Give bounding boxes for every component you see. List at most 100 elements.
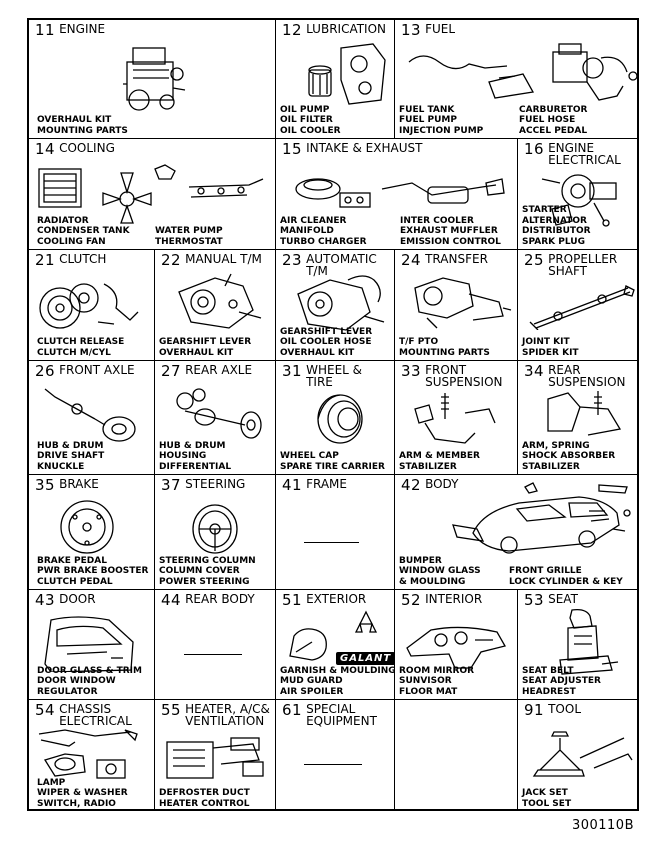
part-name: HEATER CONTROL xyxy=(159,798,250,809)
part-name: FLOOR MAT xyxy=(399,686,458,697)
category-title-line: INTAKE & EXHAUST xyxy=(306,141,423,155)
part-name: EXHAUST MUFFLER xyxy=(400,226,498,236)
part-name: ALTERNATOR xyxy=(522,215,587,226)
part-name: FRONT GRILLE xyxy=(509,566,582,576)
part-name: INTER COOLER xyxy=(400,215,474,226)
part-name: MUD GUARD xyxy=(280,676,343,686)
fuel-system-icon xyxy=(403,38,638,112)
part-name: CONDENSER TANK xyxy=(37,226,130,236)
category-number: 22 xyxy=(161,251,182,269)
part-name: CLUTCH PEDAL xyxy=(37,576,113,587)
part-name: LOCK CYLINDER & KEY xyxy=(509,576,623,587)
brake-booster-icon xyxy=(47,497,137,561)
category-title: WHEEL &TIRE xyxy=(306,364,362,388)
category-title: LUBRICATION xyxy=(306,23,386,35)
part-name: SUNVISOR xyxy=(399,676,452,686)
mirror-emblem-icon xyxy=(282,606,392,682)
category-title-line: FRONT AXLE xyxy=(59,363,135,377)
category-title: ENGINE xyxy=(59,23,105,35)
category-title-line: EQUIPMENT xyxy=(306,714,377,728)
category-title: INTAKE & EXHAUST xyxy=(306,142,422,154)
part-name: KNUCKLE xyxy=(37,461,85,472)
part-name: DOOR WINDOW xyxy=(37,676,116,686)
category-title-line: BODY xyxy=(425,477,459,491)
category-title-line: CLUTCH xyxy=(59,252,107,266)
exhaust-icon xyxy=(282,155,512,229)
part-name: DRIVE SHAFT xyxy=(37,451,105,461)
category-number: 16 xyxy=(524,140,545,158)
part-name: SPIDER KIT xyxy=(522,347,579,358)
part-name: CARBURETOR xyxy=(519,104,588,115)
no-parts-dash xyxy=(304,542,359,543)
part-name: AIR SPOILER xyxy=(280,686,344,697)
part-name: JOINT KIT xyxy=(522,337,570,347)
category-number: 44 xyxy=(161,591,182,609)
seat-icon xyxy=(538,606,628,682)
part-name: HOUSING xyxy=(159,451,207,461)
category-number: 51 xyxy=(282,591,303,609)
front-suspension-icon xyxy=(405,389,505,453)
part-name: GEARSHIFT LEVER xyxy=(280,326,373,337)
category-title-line: DOOR xyxy=(59,592,96,606)
category-title-line: FRAME xyxy=(306,477,347,491)
category-cell-empty[interactable] xyxy=(395,700,518,811)
oil-filter-icon xyxy=(301,40,391,114)
door-icon xyxy=(37,610,147,676)
part-name: SEAT BELT xyxy=(522,665,574,676)
category-number: 42 xyxy=(401,476,422,494)
category-number: 12 xyxy=(282,21,303,39)
category-number: 25 xyxy=(524,251,545,269)
rear-suspension-icon xyxy=(528,387,628,451)
category-title-line: FUEL xyxy=(425,22,456,36)
part-name: THERMOSTAT xyxy=(155,236,223,247)
dashboard-icon xyxy=(401,612,511,676)
category-title: MANUAL T/M xyxy=(185,253,262,265)
